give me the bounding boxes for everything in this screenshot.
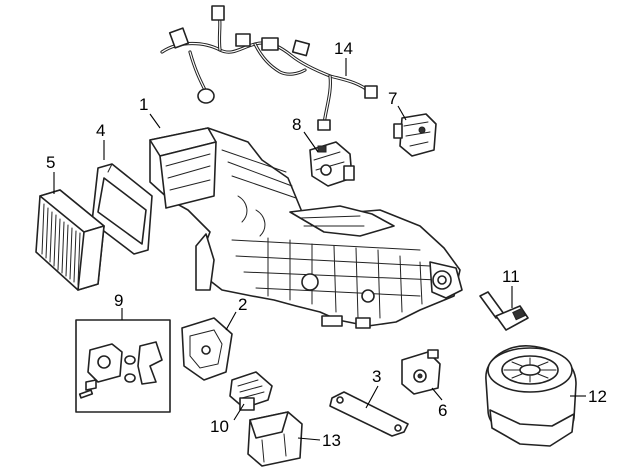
actuator-upper-right [393,113,437,157]
expansion-valve-kit [75,319,171,413]
callout-8: 8 [292,115,301,134]
filter-frame [91,163,153,255]
actuator-lower [401,349,441,395]
blower-motor [485,345,577,447]
callout-numbers: 1 2 3 4 5 6 7 8 9 10 11 12 13 14 [46,39,607,450]
wiring-harness [160,5,378,131]
duct-adapter [247,411,303,467]
hvac-case-assembly [149,127,463,329]
blower-resistor [229,371,273,411]
temperature-sensor [479,291,529,331]
mounting-strap [329,391,409,437]
callout-4: 4 [96,121,105,140]
callout-7: 7 [388,89,397,108]
callout-3: 3 [372,367,381,386]
callout-14: 14 [334,39,353,58]
bracket [181,317,233,381]
callout-13: 13 [322,431,341,450]
callout-10: 10 [210,417,229,436]
callout-1: 1 [139,95,148,114]
leader-lines [53,58,586,441]
actuator-center [309,141,355,187]
callout-2: 2 [238,295,247,314]
cabin-air-filter [35,189,105,291]
callout-5: 5 [46,153,55,172]
callout-6: 6 [438,401,447,420]
callout-12: 12 [588,387,607,406]
callout-9: 9 [114,291,123,310]
callout-11: 11 [502,267,520,286]
